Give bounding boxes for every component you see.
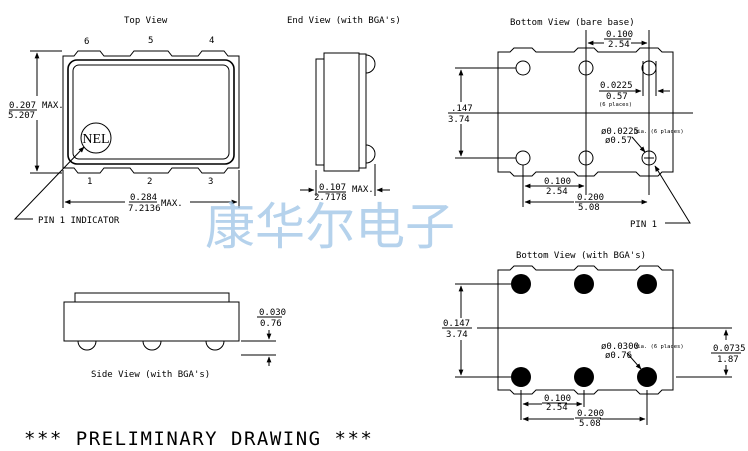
bare-height-in: .147 [451, 104, 473, 114]
side-view-ball [205, 340, 225, 351]
bga-ball [637, 274, 657, 294]
side-view-base [63, 301, 240, 342]
pin1-indicator-label: PIN 1 INDICATOR [38, 216, 120, 226]
watermark-text: 康华尔电子 [205, 198, 455, 256]
side-view-ball [142, 340, 162, 351]
pin-4-label: 4 [209, 36, 214, 46]
top-view: Top View NEL 6 5 4 1 2 3 0.207 MAX. 5.20… [8, 16, 240, 226]
bottom-bare-title: Bottom View (bare base) [510, 18, 635, 28]
bga-ball [637, 367, 657, 387]
side-ball-h-mm: 0.76 [260, 319, 282, 329]
bga-height-in: 0.147 [443, 319, 470, 329]
bga-ball [511, 274, 531, 294]
bga-span-in: 0.200 [577, 409, 604, 419]
side-view-title: Side View (with BGA's) [91, 370, 210, 380]
top-view-title: Top View [124, 16, 168, 26]
bottom-view-bga: Bottom View (with BGA's) 0.147 3.74 ø0.0… [442, 251, 746, 429]
preliminary-drawing-label: *** PRELIMINARY DRAWING *** [24, 428, 373, 450]
bga-ball [511, 367, 531, 387]
top-view-lid-inner [72, 64, 230, 160]
bga-span-mm: 5.08 [579, 419, 601, 429]
bottom-bga-outline [497, 265, 674, 395]
bga-ball [574, 274, 594, 294]
bottom-bare-outline [497, 47, 674, 177]
width-in: 0.284 [130, 193, 157, 203]
height-in: 0.207 [9, 101, 36, 111]
end-view-base [323, 52, 360, 172]
bga-offset-mm: 1.87 [717, 355, 739, 365]
bare-hole-dia-mm: ø0.57 [605, 136, 632, 146]
pin-1-label: 1 [87, 177, 92, 187]
side-ball-h-in: 0.030 [259, 308, 286, 318]
bga-offset-in: 0.0735 [713, 344, 746, 354]
thickness-mm: 2.7178 [314, 193, 347, 203]
nel-logo: NEL [82, 132, 109, 147]
top-view-lid-outer [67, 59, 235, 165]
bga-ball-dia-mm: ø0.76 [605, 351, 632, 361]
pad-hole [515, 60, 531, 76]
bare-pitch-top-in: 0.100 [606, 30, 633, 40]
pin-2-label: 2 [147, 177, 152, 187]
bga-height-mm: 3.74 [446, 330, 468, 340]
bare-span-mm: 5.08 [578, 203, 600, 213]
bga-pitch-in: 0.100 [544, 394, 571, 404]
pin-6-label: 6 [84, 37, 89, 47]
end-view-ball-bottom [365, 144, 376, 164]
bare-pad-mm: 0.57 [606, 92, 628, 102]
thickness-in: 0.107 [319, 183, 346, 193]
bare-pitch-bottom-in: 0.100 [544, 177, 571, 187]
width-mm: 7.2136 [128, 204, 161, 214]
bare-pitch-bottom-mm: 2.54 [546, 187, 568, 197]
bare-pitch-top-mm: 2.54 [608, 40, 630, 50]
bare-pad-in: 0.0225 [600, 81, 633, 91]
height-mm: 5.207 [8, 111, 35, 121]
end-view-title: End View (with BGA's) [287, 16, 401, 26]
width-max: MAX. [161, 199, 183, 209]
end-view: End View (with BGA's) 0.107 MAX. 2.7178 [287, 16, 401, 203]
height-max: MAX. [42, 101, 64, 111]
end-view-lid [315, 58, 325, 166]
bga-ball-dia-in: ø0.0300 [601, 342, 639, 352]
bga-ball-dia-note: Dia. (6 places) [634, 344, 684, 350]
side-view-lid [74, 292, 230, 303]
pad-hole [515, 150, 531, 166]
bga-pitch-mm: 2.54 [546, 403, 568, 413]
pin-3-label: 3 [208, 177, 213, 187]
pin-5-label: 5 [148, 36, 153, 46]
side-view: 0.030 0.76 Side View (with BGA's) [63, 292, 286, 380]
bga-ball [574, 367, 594, 387]
bottom-view-bare: Bottom View (bare base) 0.100 2.54 0.022… [448, 18, 693, 230]
top-view-package-outline [62, 50, 240, 174]
end-view-ball-top [365, 54, 376, 74]
side-view-ball [77, 340, 97, 351]
bare-height-mm: 3.74 [448, 115, 470, 125]
bare-pad-note: (6 places) [599, 102, 632, 108]
bottom-bga-title: Bottom View (with BGA's) [516, 251, 646, 261]
nel-logo-circle [80, 122, 112, 154]
thickness-max: MAX. [352, 185, 374, 195]
bare-hole-dia-note: Dia. (6 places) [634, 129, 684, 135]
bare-pin1-label: PIN 1 [630, 220, 657, 230]
bare-span-in: 0.200 [577, 193, 604, 203]
bare-hole-dia-in: ø0.0225 [601, 127, 639, 137]
